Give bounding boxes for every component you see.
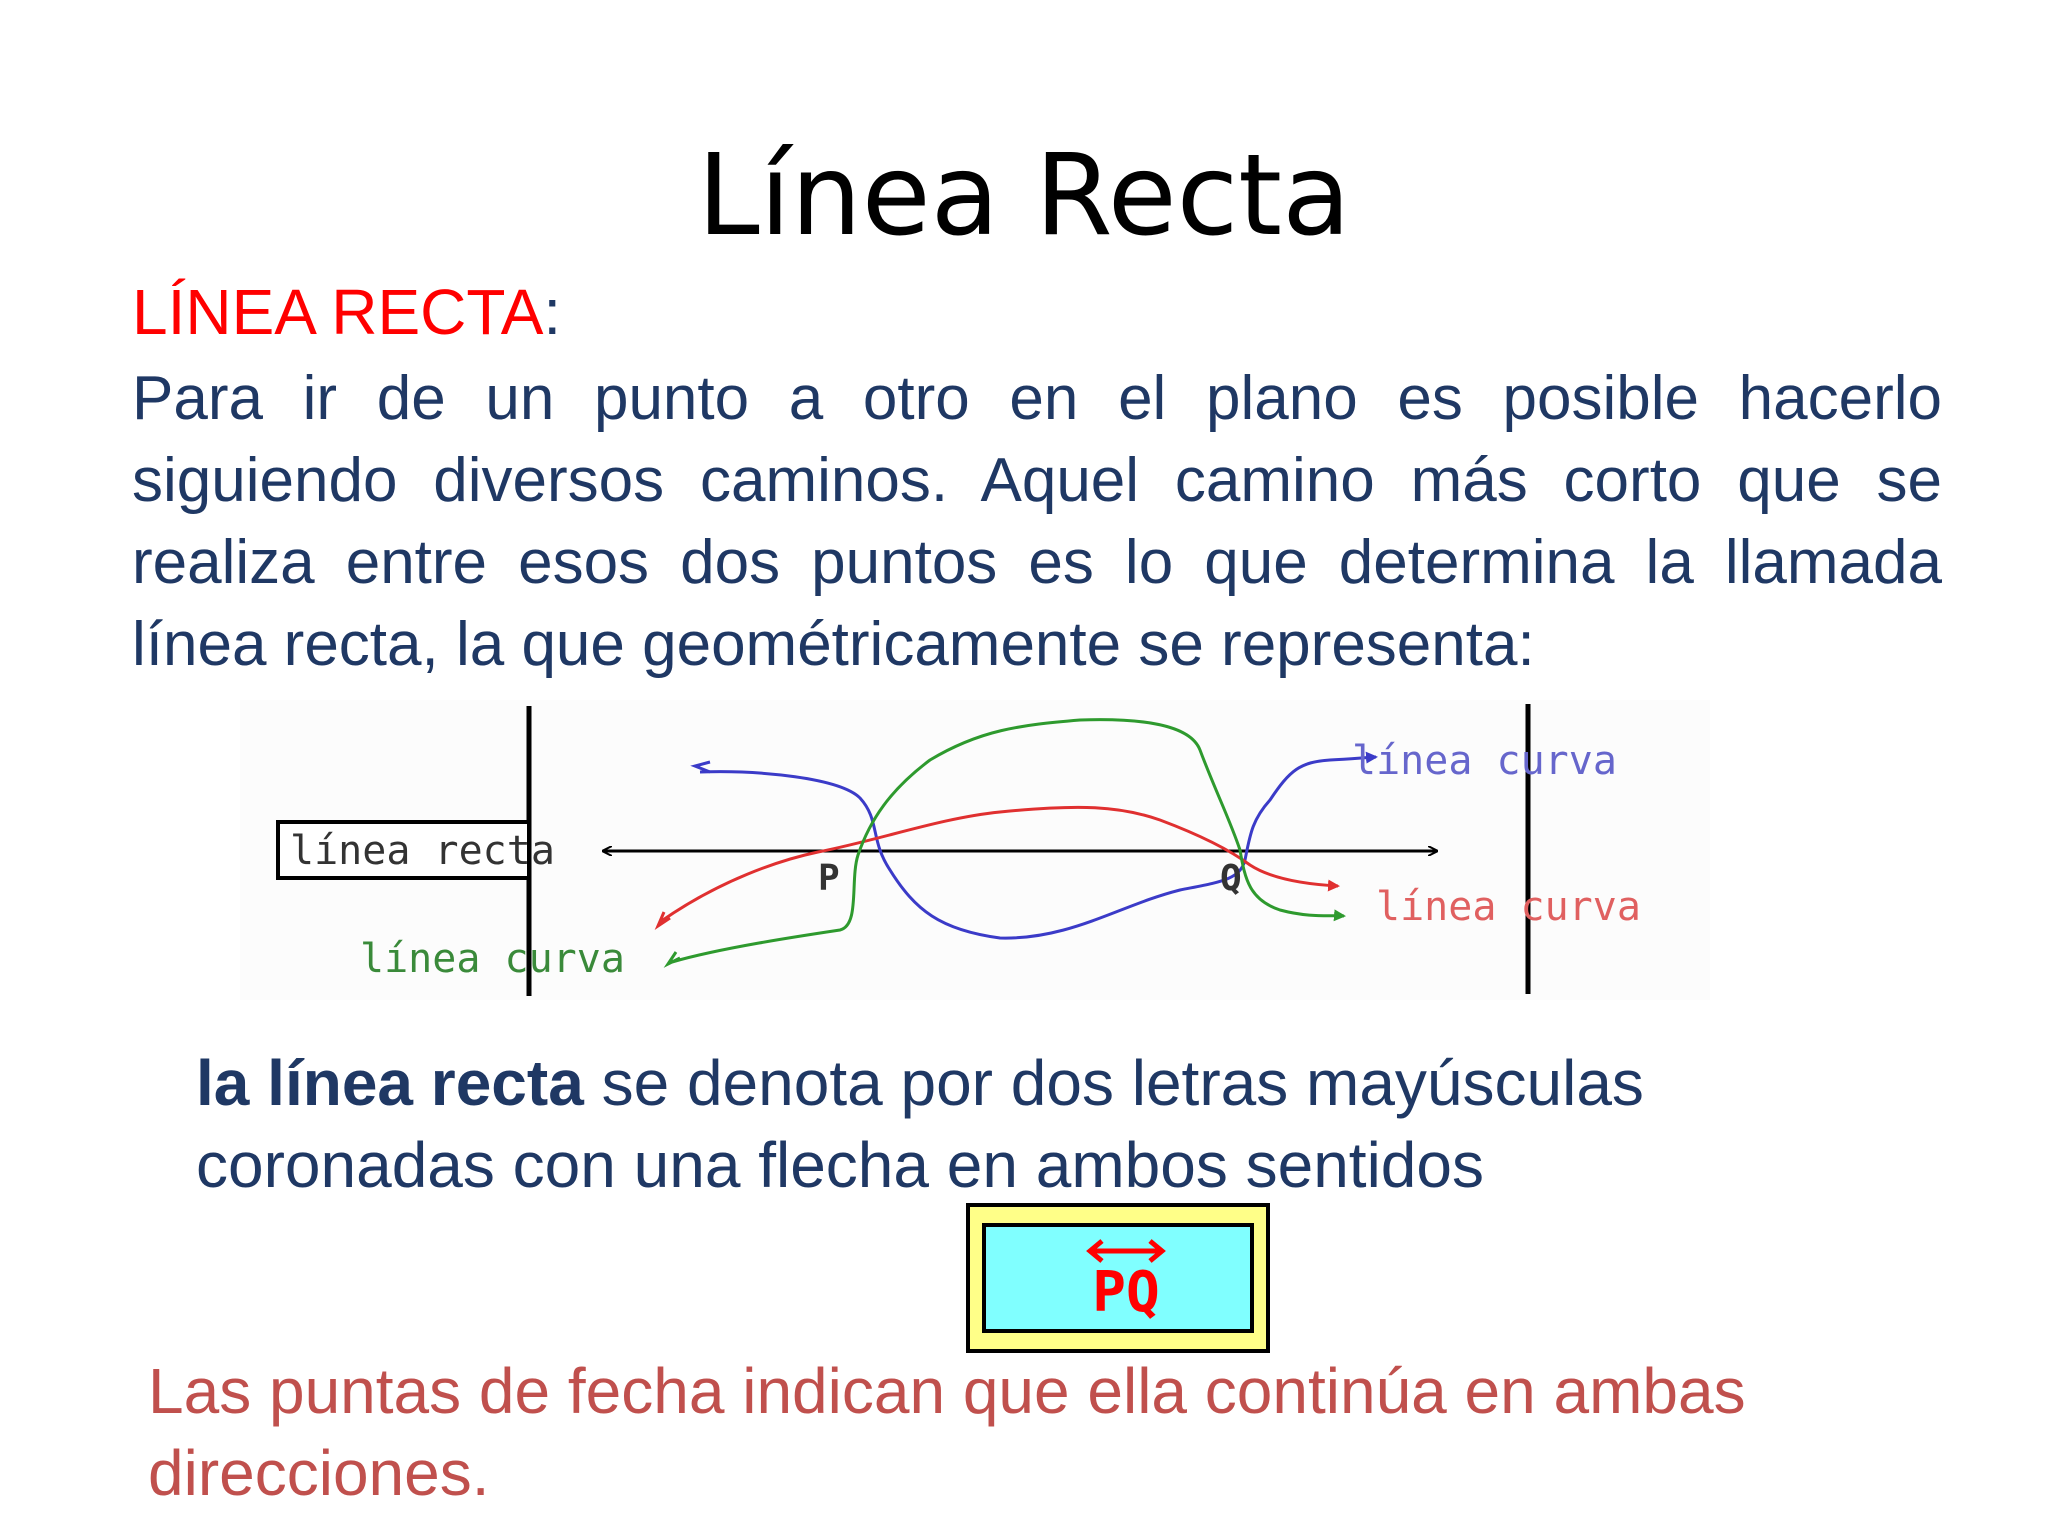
- label-curva-bottom: línea curva: [360, 936, 625, 982]
- red-curve: [659, 805, 1340, 924]
- blue-curve-tail-arrow: [690, 760, 711, 774]
- definition-heading: LÍNEA RECTA:: [132, 280, 561, 344]
- pq-inner-frame: [982, 1223, 1254, 1333]
- pq-symbol-svg: PQ: [966, 1203, 1270, 1353]
- line-label-box: [276, 820, 531, 880]
- definition-paragraph: Para ir de un punto a otro en el plano e…: [132, 364, 1942, 679]
- point-q-label: Q: [1220, 858, 1242, 899]
- green-curve: [671, 718, 1346, 964]
- heading-term: LÍNEA RECTA: [132, 276, 544, 348]
- notation-rest: se denota por dos letras mayúsculas coro…: [196, 1047, 1644, 1201]
- point-p-label: P: [818, 858, 840, 899]
- slide-title: Línea Recta: [697, 131, 1351, 261]
- pq-arrow-left-head: [1086, 1239, 1104, 1263]
- pq-symbol-box: PQ: [966, 1203, 1270, 1353]
- blue-curve: [699, 751, 1378, 940]
- pq-arrow-right-head: [1148, 1239, 1166, 1263]
- green-curve-tail-arrow: [663, 951, 681, 968]
- pq-symbol-text: PQ: [1092, 1260, 1159, 1325]
- notation-bold: la línea recta: [196, 1047, 584, 1119]
- footer-note: Las puntas de fecha indican que ella con…: [148, 1355, 1746, 1509]
- label-curva-right: línea curva: [1376, 884, 1641, 930]
- notation-text: la línea recta se denota por dos letras …: [196, 1042, 1796, 1206]
- label-linea-recta: línea recta: [290, 828, 555, 874]
- red-curve-tail-arrow: [654, 911, 671, 931]
- line-figure: línea recta P Q línea curva línea curva …: [240, 700, 1710, 1000]
- label-curva-top: línea curva: [1352, 738, 1617, 784]
- line-figure-svg: línea recta P Q línea curva línea curva …: [276, 704, 1641, 996]
- heading-colon: :: [543, 276, 562, 348]
